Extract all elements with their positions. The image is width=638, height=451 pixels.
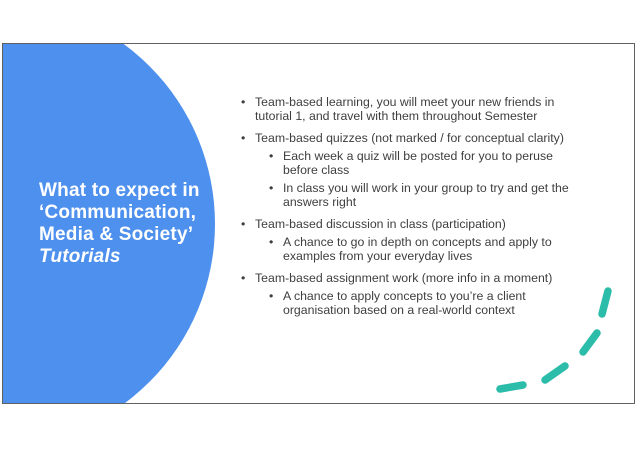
bullet-item: • Team-based learning, you will meet your… [239, 95, 588, 123]
bullet-text: Team-based assignment work (more info in… [255, 271, 553, 285]
bullet-item: • Team-based assignment work (more info i… [239, 271, 588, 285]
bullet-text: A chance to apply concepts to you’re a c… [283, 289, 526, 317]
dash-segment [496, 381, 527, 393]
bullet-marker: • [241, 131, 246, 145]
dash-segment [541, 362, 569, 384]
dash-segment [579, 329, 601, 356]
bullet-text: In class you will work in your group to … [283, 181, 569, 209]
bullet-item: • Team-based discussion in class (partici… [239, 217, 588, 231]
slide-title-line: What to expect in [39, 180, 200, 201]
bullet-marker: • [269, 235, 274, 249]
sub-bullet-item: • A chance to apply concepts to you’re a … [267, 289, 588, 317]
slide-title: What to expect in ‘Communication, Media … [39, 180, 234, 268]
bullet-text: A chance to go in depth on concepts and … [283, 235, 552, 263]
slide-title-line: ‘Communication, [39, 202, 197, 223]
dash-segment [598, 287, 612, 318]
bullet-marker: • [241, 271, 246, 285]
slide-title-line: Media & Society’ [39, 224, 194, 245]
blue-circle-decoration [3, 44, 215, 403]
bullet-marker: • [269, 181, 274, 195]
sub-bullet-item: • Each week a quiz will be posted for you… [267, 149, 588, 177]
presentation-slide: What to expect in ‘Communication, Media … [2, 43, 635, 404]
bullet-marker: • [269, 149, 274, 163]
bullet-text: Team-based discussion in class (particip… [255, 217, 506, 231]
bullet-marker: • [241, 95, 246, 109]
bullet-marker: • [269, 289, 274, 303]
sub-bullet-item: • In class you will work in your group to… [267, 181, 588, 209]
bullet-text: Team-based learning, you will meet your … [255, 95, 555, 123]
sub-bullet-item: • A chance to go in depth on concepts and… [267, 235, 588, 263]
bullet-text: Team-based quizzes (not marked / for con… [255, 131, 564, 145]
bullet-text: Each week a quiz will be posted for you … [283, 149, 554, 177]
bullet-item: • Team-based quizzes (not marked / for co… [239, 131, 588, 145]
bullet-marker: • [241, 217, 246, 231]
slide-title-line-italic: Tutorials [39, 246, 121, 267]
bullet-list: • Team-based learning, you will meet your… [239, 95, 588, 317]
